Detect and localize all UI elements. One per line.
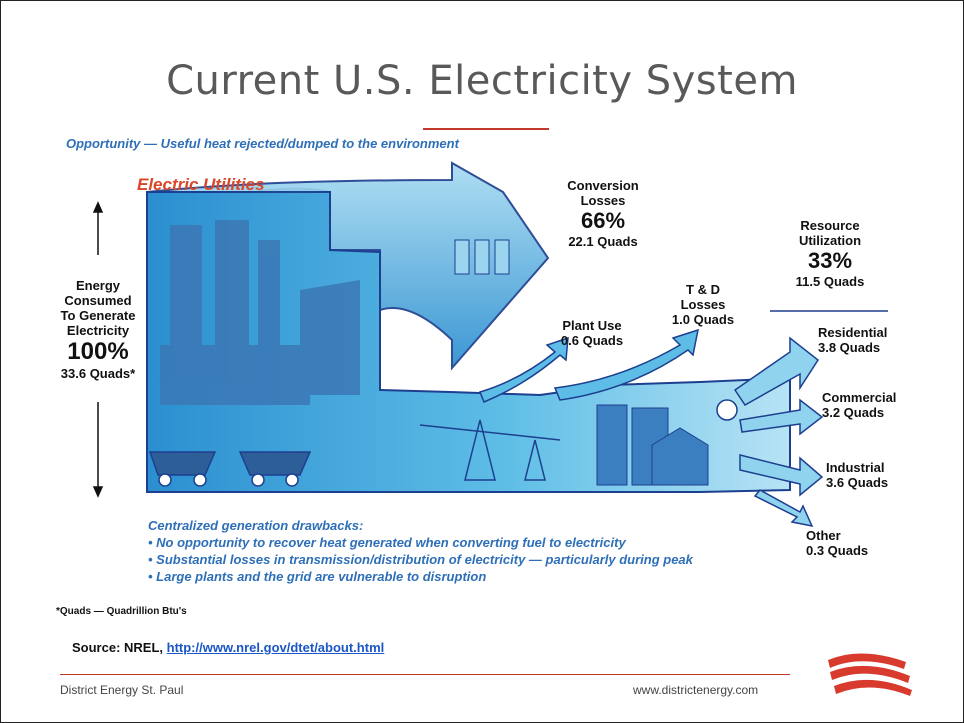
input-label: Energy Consumed To Generate Electricity …	[50, 278, 146, 381]
footer-right: www.districtenergy.com	[633, 683, 759, 697]
source-line: Source: NREL, http://www.nrel.gov/dtet/a…	[72, 640, 384, 655]
page-title: Current U.S. Electricity System	[166, 58, 798, 104]
td-losses-arrow	[553, 328, 699, 401]
drawback-item: • Substantial losses in transmission/dis…	[148, 552, 693, 567]
resource-percent: 33%	[807, 248, 853, 274]
residential-label: Residential 3.8 Quads	[818, 325, 888, 356]
other-label: Other 0.3 Quads	[806, 528, 869, 559]
drawbacks-heading: Centralized generation drawbacks:	[148, 518, 364, 533]
footer-left: District Energy St. Paul	[60, 683, 184, 697]
other-arrow	[753, 489, 814, 528]
power-plant-illustration	[160, 220, 360, 405]
transmission-tower	[419, 419, 561, 481]
drawback-item: • No opportunity to recover heat generat…	[148, 535, 626, 550]
td-losses-label: T & D Losses 1.0 Quads	[671, 282, 735, 328]
resource-quads: 11.5 Quads	[795, 273, 865, 289]
source-label: Source: NREL,	[72, 640, 167, 655]
conversion-percent: 66%	[580, 208, 626, 234]
residential-arrow	[733, 336, 819, 406]
input-range-arrow	[92, 201, 104, 498]
source-link[interactable]: http://www.nrel.gov/dtet/about.html	[166, 640, 385, 655]
light-bulb-icon	[716, 399, 738, 421]
resource-utilization-label: Resource Utilization 33% 11.5 Quads	[772, 218, 888, 289]
drawback-item: • Large plants and the grid are vulnerab…	[148, 569, 487, 584]
city-buildings	[596, 404, 709, 486]
input-quads: 33.6 Quads*	[60, 366, 136, 382]
plant-use-label: Plant Use 0.6 Quads	[560, 318, 624, 349]
conversion-quads: 22.1 Quads	[568, 233, 638, 249]
plant-use-arrow	[478, 336, 569, 403]
title-underline	[423, 128, 549, 130]
electric-utilities-label: Electric Utilities	[137, 175, 265, 194]
cooling-towers	[454, 239, 510, 275]
quads-footnote: *Quads — Quadrillion Btu's	[56, 606, 187, 617]
opportunity-caption: Opportunity — Useful heat rejected/dumpe…	[66, 136, 459, 151]
commercial-arrow	[739, 398, 824, 436]
conversion-losses-arrow	[146, 161, 550, 371]
flag-logo-icon	[828, 653, 912, 696]
commercial-label: Commercial 3.2 Quads	[822, 390, 897, 421]
input-percent: 100%	[67, 338, 129, 366]
conversion-losses-label: Conversion Losses 66% 22.1 Quads	[548, 178, 658, 249]
footer-divider	[60, 674, 790, 675]
coal-cars	[148, 451, 312, 487]
industrial-label: Industrial 3.6 Quads	[826, 460, 889, 491]
industrial-arrow	[739, 454, 824, 497]
